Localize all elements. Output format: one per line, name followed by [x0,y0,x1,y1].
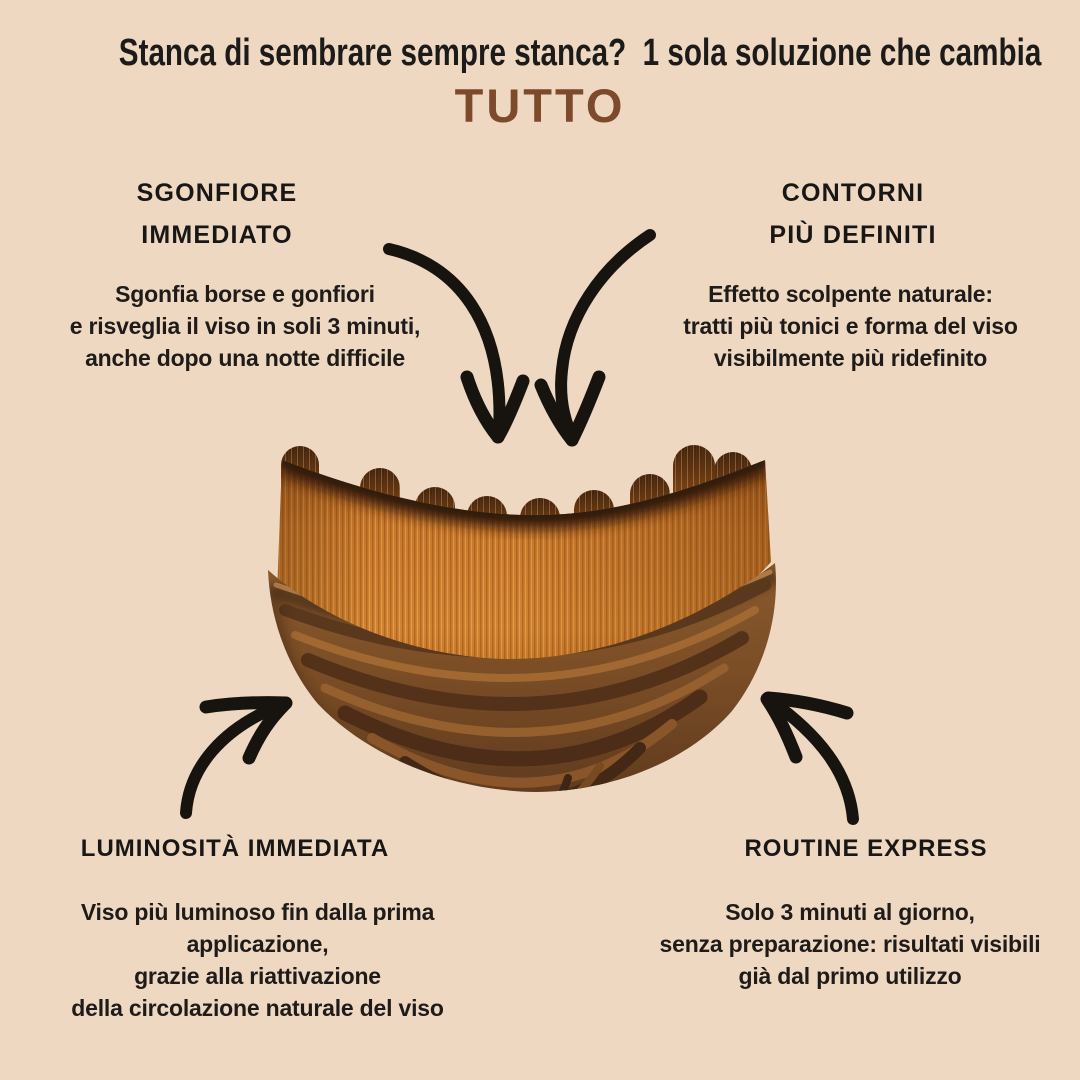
curved-arrow-bottom-left-icon [180,696,293,819]
feature-body: Effetto scolpente naturale: tratti più t… [683,281,1018,371]
feature-body: Sgonfia borse e gonfiori e risveglia il … [69,281,421,371]
feature-title: ROUTINE EXPRESS [744,835,988,862]
feature-body: Viso più luminoso fin dalla prima applic… [71,899,444,1021]
feature-title: LUMINOSITÀ IMMEDIATA [80,835,390,862]
curved-arrow-top-left-icon [383,243,530,444]
headline: Stanca di sembrare sempre stanca? 1 sola… [118,32,1042,74]
brush-bristles [277,460,771,678]
wood-base [268,563,776,792]
headline-emphasis: TUTTO [454,79,626,132]
feature-body: Solo 3 minuti al giorno, senza preparazi… [659,899,1041,989]
feature-title: CONTORNI PIÙ DEFINITI [769,179,937,249]
curved-arrow-top-right-icon [534,229,656,447]
curved-arrow-bottom-right-icon [760,691,859,825]
feature-title: SGONFIORE IMMEDIATO [136,179,298,249]
